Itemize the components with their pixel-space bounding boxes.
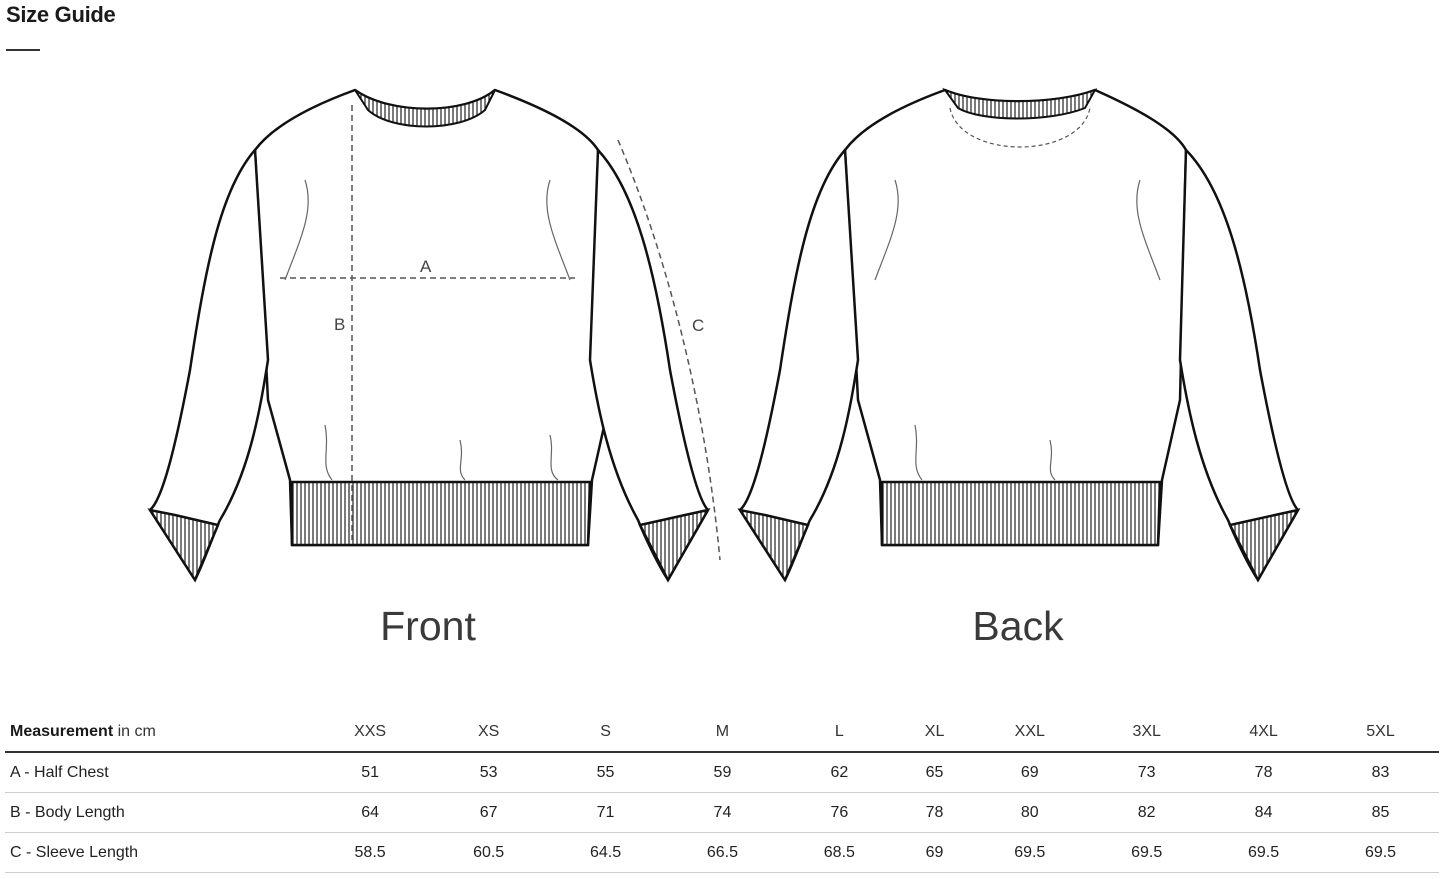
measure-c-label: C bbox=[692, 316, 704, 335]
table-cell: 78 bbox=[1205, 752, 1323, 793]
table-cell: 80 bbox=[971, 792, 1089, 833]
table-cell: 60.5 bbox=[430, 832, 548, 873]
row-label: A - Half Chest bbox=[5, 752, 310, 793]
size-table-header-row: Measurement in cm XXS XS S M L XL XXL 3X… bbox=[5, 712, 1439, 753]
table-cell: 55 bbox=[547, 752, 664, 793]
table-cell: 69 bbox=[897, 832, 972, 873]
table-cell: 76 bbox=[780, 792, 898, 833]
table-cell: 73 bbox=[1088, 752, 1206, 793]
size-header: 3XL bbox=[1088, 712, 1206, 753]
back-sweatshirt-illustration bbox=[737, 87, 1301, 583]
measure-a-label: A bbox=[420, 257, 432, 276]
table-cell: 83 bbox=[1322, 752, 1439, 793]
table-cell: 71 bbox=[547, 792, 664, 833]
measure-b-label: B bbox=[334, 315, 345, 334]
table-cell: 66.5 bbox=[664, 832, 781, 873]
table-row: C - Sleeve Length 58.5 60.5 64.5 66.5 68… bbox=[5, 832, 1439, 873]
table-cell: 53 bbox=[430, 752, 548, 793]
front-label: Front bbox=[380, 603, 476, 649]
table-cell: 84 bbox=[1205, 792, 1323, 833]
table-cell: 59 bbox=[664, 752, 781, 793]
size-header: 5XL bbox=[1322, 712, 1439, 753]
table-cell: 69.5 bbox=[1322, 832, 1439, 873]
table-cell: 68.5 bbox=[780, 832, 898, 873]
size-table: Measurement in cm XXS XS S M L XL XXL 3X… bbox=[5, 712, 1439, 873]
row-label: C - Sleeve Length bbox=[5, 832, 310, 873]
title-underline bbox=[6, 49, 40, 51]
table-cell: 74 bbox=[664, 792, 781, 833]
back-label: Back bbox=[972, 603, 1064, 649]
table-cell: 64 bbox=[310, 792, 431, 833]
table-row: A - Half Chest 51 53 55 59 62 65 69 73 7… bbox=[5, 752, 1439, 793]
size-header: M bbox=[664, 712, 781, 753]
measurement-header: Measurement in cm bbox=[5, 712, 310, 753]
table-cell: 82 bbox=[1088, 792, 1206, 833]
size-header: XL bbox=[897, 712, 972, 753]
table-cell: 51 bbox=[310, 752, 431, 793]
table-cell: 78 bbox=[897, 792, 972, 833]
table-cell: 85 bbox=[1322, 792, 1439, 833]
table-cell: 69.5 bbox=[1205, 832, 1323, 873]
table-cell: 64.5 bbox=[547, 832, 664, 873]
row-label: B - Body Length bbox=[5, 792, 310, 833]
table-cell: 67 bbox=[430, 792, 548, 833]
size-header: S bbox=[547, 712, 664, 753]
size-header: 4XL bbox=[1205, 712, 1323, 753]
size-header: XXL bbox=[971, 712, 1089, 753]
table-cell: 65 bbox=[897, 752, 972, 793]
table-cell: 69.5 bbox=[1088, 832, 1206, 873]
table-row: B - Body Length 64 67 71 74 76 78 80 82 … bbox=[5, 792, 1439, 833]
table-cell: 69 bbox=[971, 752, 1089, 793]
table-cell: 69.5 bbox=[971, 832, 1089, 873]
table-cell: 62 bbox=[780, 752, 898, 793]
table-cell: 58.5 bbox=[310, 832, 431, 873]
page-title: Size Guide bbox=[6, 2, 116, 27]
size-header: XXS bbox=[310, 712, 431, 753]
size-header: L bbox=[780, 712, 898, 753]
size-header: XS bbox=[430, 712, 548, 753]
front-sweatshirt-illustration: B A C bbox=[147, 88, 721, 583]
